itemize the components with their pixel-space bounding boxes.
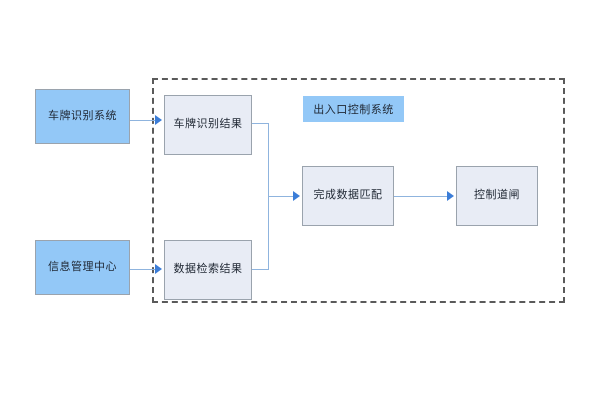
edge-data-result-to-match-segment-right	[252, 269, 269, 270]
edge-match-to-gate-control-line	[394, 196, 449, 197]
system-boundary-container	[152, 78, 565, 303]
node-gate-control[interactable]: 控制道闸	[456, 166, 538, 226]
node-data-retrieval-result[interactable]: 数据检索结果	[164, 240, 252, 300]
edge-info-center-to-data-result-arrowhead	[155, 264, 162, 274]
edge-data-result-to-match-segment-up	[268, 196, 269, 270]
node-information-management-center[interactable]: 信息管理中心	[35, 240, 130, 295]
edge-lpr-system-to-lpr-result-line	[130, 120, 157, 121]
edge-lpr-result-to-match-segment-down	[268, 123, 269, 196]
edge-match-to-gate-control-arrowhead	[447, 191, 454, 201]
node-license-plate-recognition-result[interactable]: 车牌识别结果	[164, 95, 252, 155]
edge-lpr-system-to-lpr-result-arrowhead	[155, 115, 162, 125]
edge-info-center-to-data-result-line	[130, 269, 157, 270]
system-title-label: 出入口控制系统	[303, 96, 404, 122]
edge-lpr-result-to-match-segment-in	[268, 196, 295, 197]
edge-lpr-result-to-match-arrowhead	[293, 191, 300, 201]
edge-lpr-result-to-match-segment-right	[252, 123, 269, 124]
node-data-matching-complete[interactable]: 完成数据匹配	[302, 166, 394, 226]
node-license-plate-recognition-system[interactable]: 车牌识别系统	[35, 89, 130, 144]
